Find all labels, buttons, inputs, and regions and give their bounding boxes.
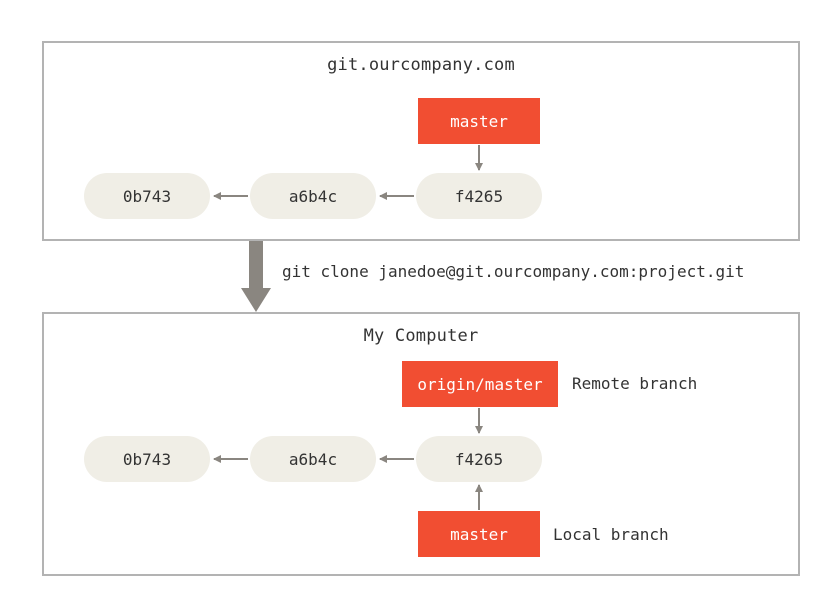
local-commit-f4265: f4265 — [416, 436, 542, 482]
remote-commit-a6b4c: a6b4c — [250, 173, 376, 219]
remote-commit-f4265: f4265 — [416, 173, 542, 219]
local-branch-label: Local branch — [553, 525, 669, 544]
local-commit-0b743: 0b743 — [84, 436, 210, 482]
remote-branch-label: Remote branch — [572, 374, 698, 393]
local-repository-title: My Computer — [363, 326, 479, 346]
clone-arrow-icon — [241, 241, 271, 312]
origin-master-ref: origin/master — [402, 361, 558, 407]
clone-command-text: git clone janedoe@git.ourcompany.com:pro… — [282, 262, 745, 281]
local-master-branch: master — [418, 511, 540, 557]
remote-repository-title: git.ourcompany.com — [327, 55, 515, 75]
remote-master-branch: master — [418, 98, 540, 144]
remote-commit-0b743: 0b743 — [84, 173, 210, 219]
local-commit-a6b4c: a6b4c — [250, 436, 376, 482]
